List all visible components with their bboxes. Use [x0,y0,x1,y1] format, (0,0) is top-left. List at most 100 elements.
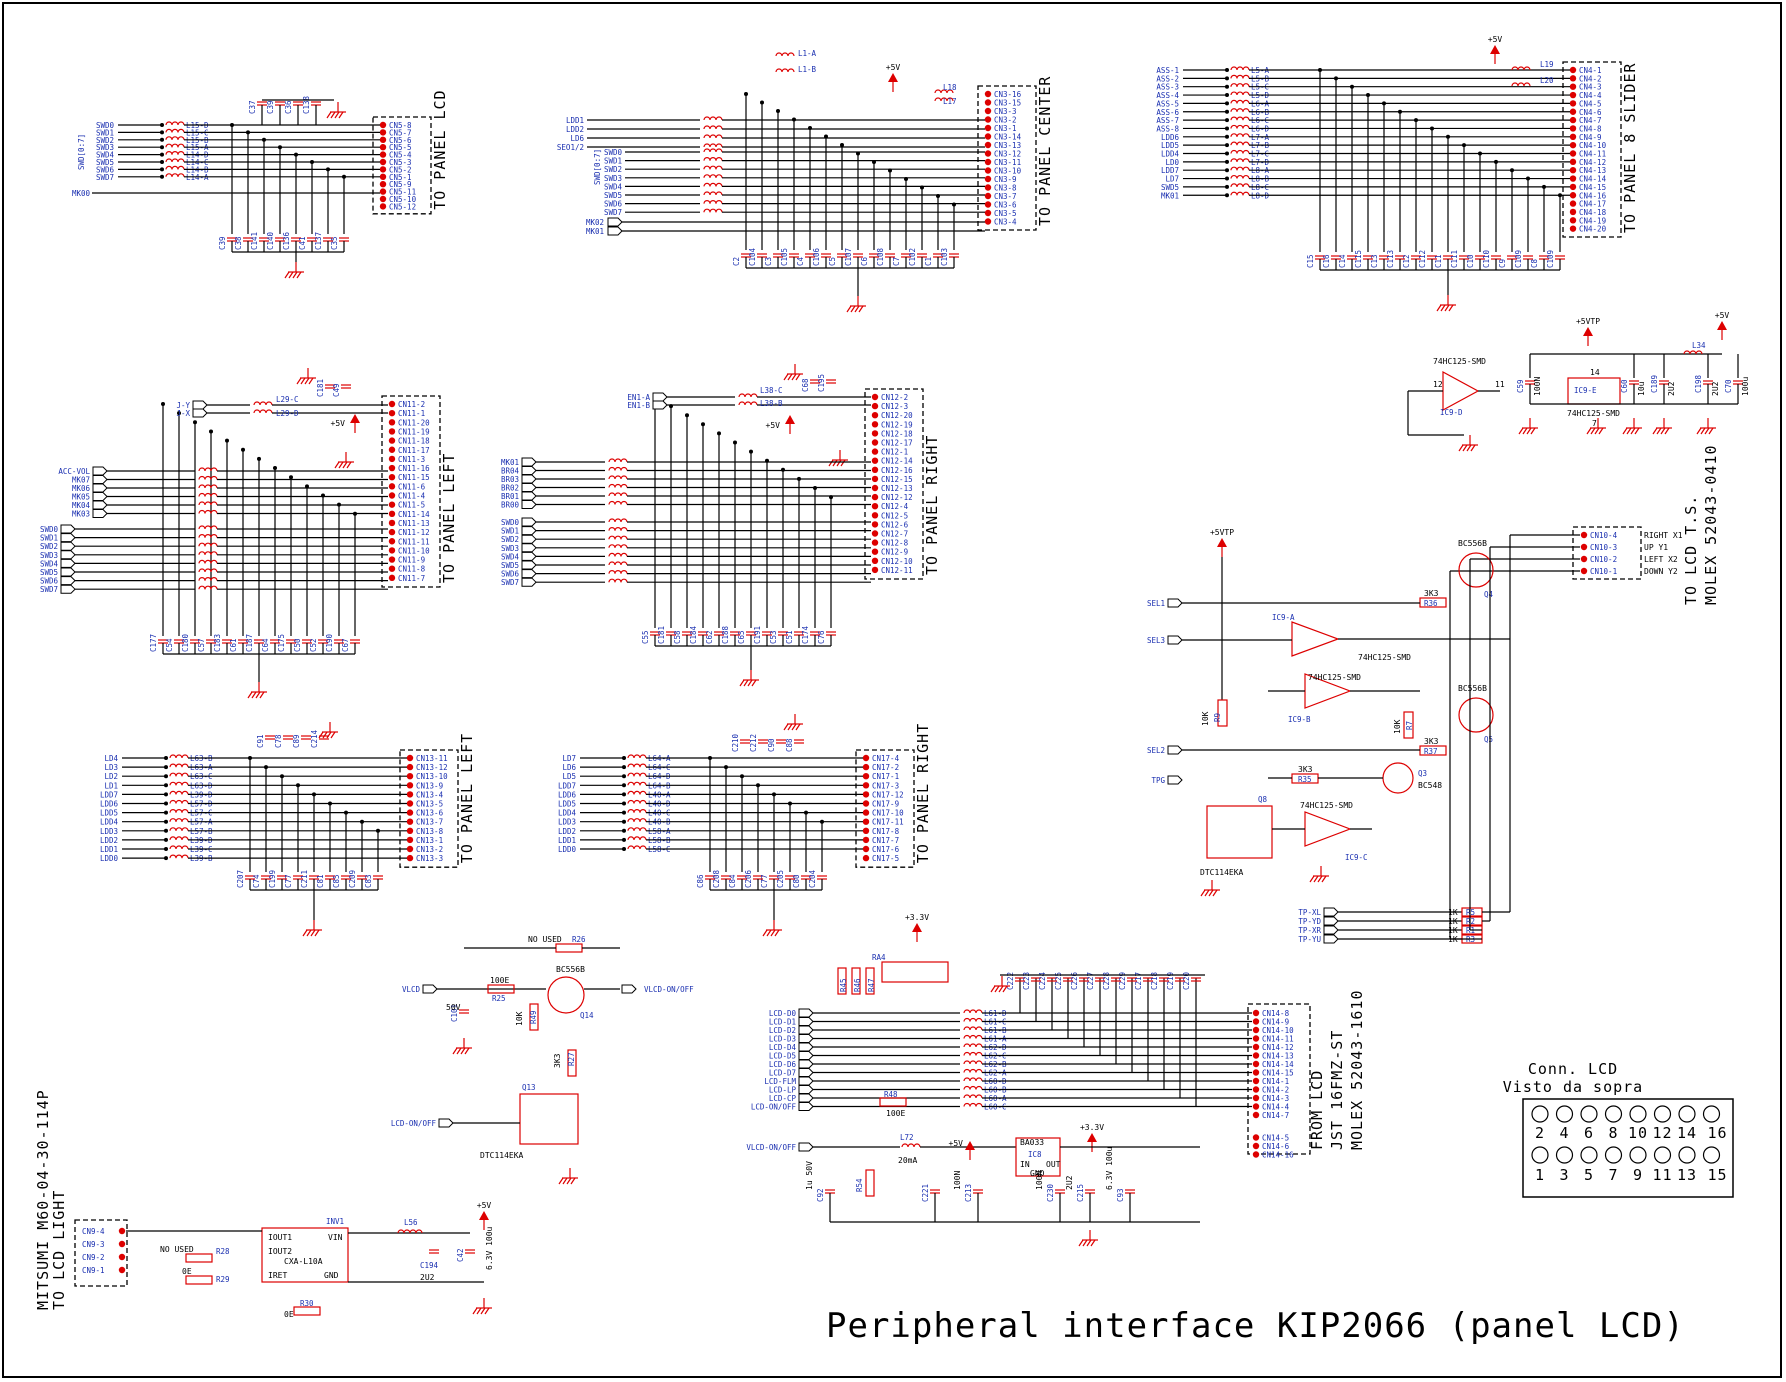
inductor-turn [781,68,789,73]
pin-label: CN11-3 [398,455,425,464]
inductor-turn [210,484,218,489]
inductor-turn [620,475,628,480]
capacitor-label: C138 [302,95,311,114]
connector-pin [862,827,870,834]
junction-dot [760,100,764,105]
capacitor-label: C51 [785,630,794,644]
pin-label: CN9-2 [82,1253,105,1262]
filter-inductor [608,527,628,531]
connector-pin [984,209,992,217]
ground-hatch [1530,427,1536,435]
capacitor-label: C53 [769,630,778,644]
connector-pin [1580,567,1588,575]
junction-dot [1225,168,1229,173]
capacitor-label: C212 [749,734,758,752]
ground-hatch [1470,444,1476,452]
port-shape [1323,934,1339,944]
port-shape [521,457,537,467]
net-label: LCD-D7 [769,1069,796,1078]
junction-dot [740,774,744,779]
inductor-turn [210,492,218,497]
inductor-turn [171,151,179,155]
sw-port [521,551,537,561]
capacitor-label: C226 [1070,971,1079,990]
junction-dot [280,774,284,779]
net-label: BR01 [501,492,519,501]
port-shape [438,1118,454,1128]
pin-label: CN11-1 [398,409,425,418]
connector-pin [862,800,870,807]
ground-hatch [1078,1239,1084,1247]
junction-dot [278,145,282,150]
net-label-mk00: MK00 [72,189,91,198]
pin-label: CN13-7 [416,818,443,827]
bus-label: SWD[0:7] [593,149,602,185]
net-label: MK01 [1161,191,1179,200]
inductor-turn [963,1094,971,1099]
inductor-turn [210,585,218,590]
filter-inductor [165,143,185,148]
junction-dot [342,174,346,179]
ground-hatch [300,377,306,385]
cn13-outline [399,749,459,868]
ground-hatch [766,929,772,937]
transistor-q4 [1458,552,1494,588]
connector-pin [118,1240,126,1248]
j-port [192,400,208,410]
junction-dot [1510,168,1514,173]
ground-hatch [456,1047,462,1055]
capacitor-label: C175 [277,634,286,652]
connector-pin [1252,1086,1260,1093]
vlcd-label: VLCD [402,985,421,994]
ground-symbol [1586,418,1606,435]
filter-inductor [963,1017,983,1022]
inductor-turn [1236,66,1244,71]
connector-pin [984,124,992,132]
connector-pin [871,557,879,564]
inductor-turn [639,845,647,850]
inductor-turn [210,534,218,538]
inductor-turn [787,68,795,73]
filter-inductor [169,790,189,795]
net-label: LDD5 [100,809,118,818]
capacitor-label: C204 [808,869,817,888]
inductor-turn [709,200,717,204]
connector-pin [862,763,870,771]
port-shape [60,533,76,543]
junction-dot [160,160,164,164]
port-shape [60,567,76,577]
r-ref: R37 [1424,747,1438,756]
connector-pin [984,141,992,149]
pin-label: CN11-5 [398,501,425,510]
inductor-turn [1236,108,1244,112]
capacitor-label: C230 [1046,1183,1055,1202]
pin-label: CN13-5 [416,800,443,809]
filter-inductor [1230,149,1250,154]
connector-pin [871,475,879,483]
inductor-l72 [901,1143,921,1148]
cn14-subtitle2: MOLEX 52043-1610 [1348,990,1366,1151]
inductor-turn [715,200,723,204]
capacitor-label: C189 [1650,375,1659,393]
connector-pin [1569,100,1577,107]
ground-hatch [840,459,846,467]
filter-inductor [703,208,723,213]
filter-inductor [253,409,273,414]
cn3-outline-title: TO PANEL CENTER [1036,76,1054,226]
junction-dot [360,819,364,824]
filter-inductor [198,568,218,573]
capacitor-label: C58 [673,630,682,644]
port-shape [521,569,537,579]
r48-ref: R48 [884,1090,898,1099]
net-label: LDD6 [558,790,577,799]
inductor-turn [175,799,183,804]
capacitor-label: C219 [1166,972,1175,990]
inductor-turn [963,1051,971,1056]
connector-pin [388,474,396,481]
inductor-turn [1236,149,1244,154]
junction-dot [622,756,626,760]
vlcd-out-label: VLCD-ON/OFF [644,985,694,994]
net-label: SWD2 [40,542,58,551]
ground-symbol [1696,418,1716,435]
inductor-turn [703,200,711,204]
